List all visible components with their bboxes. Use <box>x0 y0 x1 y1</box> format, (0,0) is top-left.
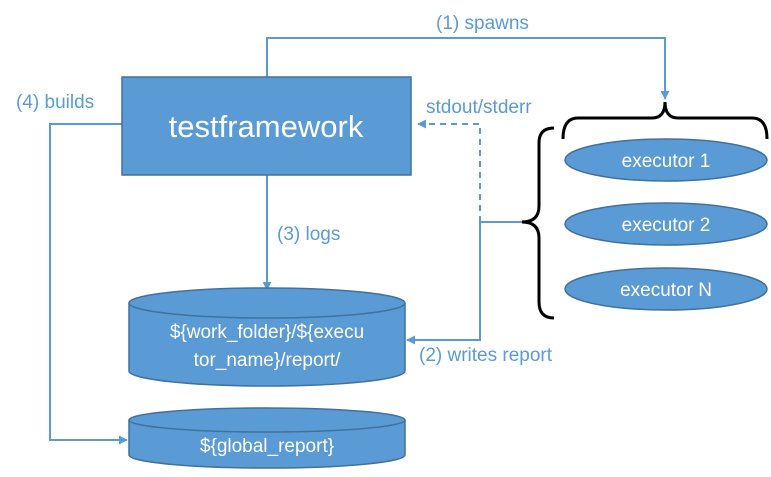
report-db-label-line2: tor_name}/report/ <box>194 350 342 371</box>
global-report-db-node: ${global_report} <box>128 407 406 469</box>
stdout-label: stdout/stderr <box>426 97 532 118</box>
global-report-db-body <box>128 420 406 469</box>
stdout-arrow <box>417 119 481 222</box>
executor-2-label: executor 2 <box>622 215 711 236</box>
spawns-arrow <box>266 37 670 100</box>
executor-1-label: executor 1 <box>622 151 711 172</box>
left-brace <box>521 126 555 320</box>
executor-1-node: executor 1 <box>564 138 768 182</box>
logs-label: (3) logs <box>277 224 340 245</box>
report-db-top <box>128 287 406 319</box>
report-db-body <box>128 303 406 387</box>
top-brace <box>561 101 769 140</box>
builds-arrow <box>49 123 128 445</box>
report-db-node: ${work_folder}/${execu tor_name}/report/ <box>128 287 406 387</box>
edges <box>49 37 670 445</box>
spawns-label: (1) spawns <box>436 13 529 34</box>
builds-label: (4) builds <box>16 92 94 113</box>
executor-1-ellipse <box>564 138 768 182</box>
executor-2-node: executor 2 <box>564 202 768 246</box>
braces <box>521 101 769 320</box>
executor-n-node: executor N <box>564 267 768 311</box>
testframework-node: testframework <box>121 76 412 176</box>
testframework-box <box>121 76 412 176</box>
executor-2-ellipse <box>564 202 768 246</box>
testframework-label: testframework <box>169 109 364 144</box>
executor-n-ellipse <box>564 267 768 311</box>
global-report-db-label: ${global_report} <box>200 436 334 457</box>
writes-report-arrow <box>406 221 522 345</box>
writes-report-label: (2) writes report <box>419 345 553 366</box>
report-db-label-line1: ${work_folder}/${execu <box>170 322 364 343</box>
global-report-db-top <box>128 407 406 433</box>
executor-n-label: executor N <box>620 280 712 301</box>
executor-nodes: executor 1 executor 2 executor N <box>564 138 768 311</box>
edge-labels: (1) spawns (4) builds stdout/stderr (3) … <box>16 13 553 366</box>
